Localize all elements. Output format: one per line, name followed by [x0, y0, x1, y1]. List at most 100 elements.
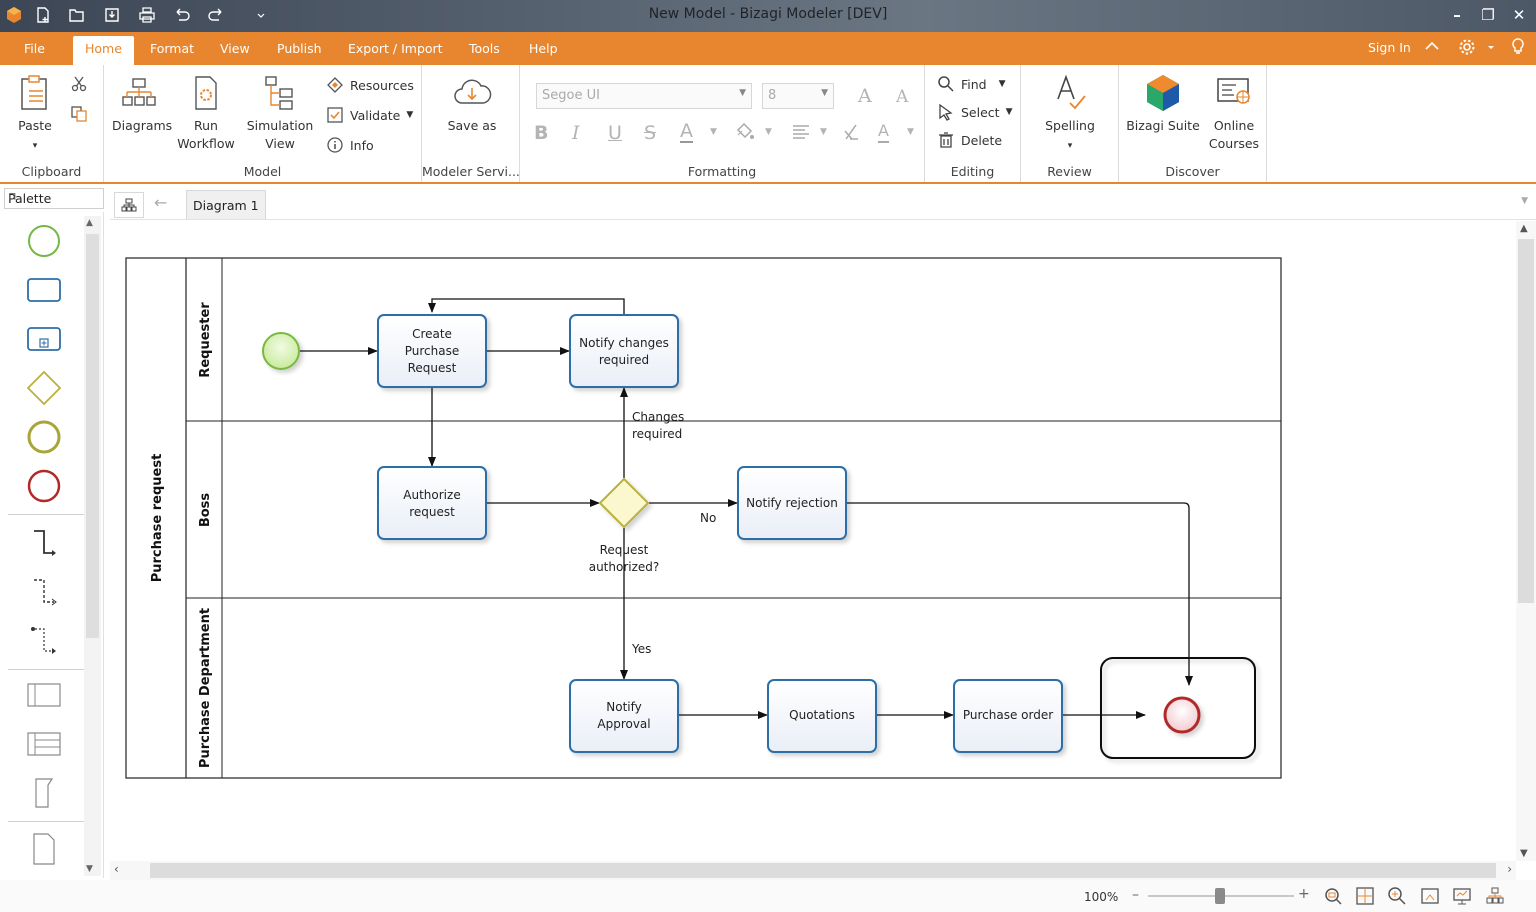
canvas-horizontal-scrollbar[interactable]: ‹ › — [110, 861, 1516, 880]
align-dropdown-icon[interactable]: ▼ — [820, 127, 827, 137]
diagram-canvas[interactable]: Purchase request Requester Boss Purchase… — [110, 221, 1516, 861]
print-icon[interactable] — [136, 4, 158, 26]
tab-diagram-1[interactable]: Diagram 1 — [186, 190, 266, 219]
strikethrough-button[interactable]: S — [644, 122, 657, 144]
lightbulb-icon[interactable] — [1510, 37, 1526, 60]
gear-icon[interactable] — [1457, 37, 1477, 60]
palette-lane[interactable] — [12, 721, 76, 767]
italic-button[interactable]: I — [572, 122, 580, 144]
scroll-up-icon[interactable]: ▲ — [86, 218, 93, 228]
select-button[interactable]: Select▼ — [937, 103, 1012, 121]
resources-button[interactable]: Resources — [326, 76, 414, 94]
palette-association[interactable] — [12, 618, 76, 664]
vertical-scroll-thumb[interactable] — [1518, 239, 1534, 603]
collapse-ribbon-icon[interactable] — [1423, 37, 1441, 58]
palette-task[interactable] — [12, 267, 76, 313]
validate-button[interactable]: Validate▼ — [326, 106, 413, 124]
pool[interactable] — [125, 257, 1282, 779]
scroll-up-icon[interactable]: ▲ — [1520, 223, 1528, 234]
scroll-left-icon[interactable]: ‹ — [114, 862, 119, 876]
scroll-down-icon[interactable]: ▼ — [86, 864, 93, 874]
presentation-icon[interactable] — [1452, 886, 1472, 909]
scroll-right-icon[interactable]: › — [1507, 862, 1512, 876]
menu-tools[interactable]: Tools — [469, 41, 500, 56]
actual-size-icon[interactable] — [1420, 886, 1440, 909]
font-family-select[interactable]: Segoe UI▼ — [536, 83, 752, 109]
close-button[interactable]: ✕ — [1512, 6, 1526, 24]
text-highlight-icon[interactable]: A — [878, 121, 889, 143]
fill-color-dropdown-icon[interactable]: ▼ — [765, 127, 772, 137]
zoom-slider-handle[interactable] — [1215, 888, 1225, 904]
palette-annotation[interactable] — [12, 770, 76, 816]
zoom-in-icon[interactable]: + — [1298, 886, 1310, 902]
tab-list-dropdown-icon[interactable]: ▼ — [1521, 196, 1528, 206]
palette-artifact[interactable] — [12, 826, 76, 872]
sign-in-link[interactable]: Sign In — [1368, 40, 1411, 55]
fit-width-icon[interactable] — [1355, 886, 1375, 909]
cut-button[interactable] — [70, 75, 88, 93]
task-create-purchase-request[interactable]: Create Purchase Request — [377, 314, 487, 388]
gateway-request-authorized[interactable] — [598, 477, 650, 529]
task-quotations[interactable]: Quotations — [767, 679, 877, 753]
settings-dropdown-icon[interactable] — [1486, 38, 1496, 59]
flow-notify-rejection-to-end[interactable] — [847, 502, 1193, 686]
palette-sequence-flow[interactable] — [12, 520, 76, 566]
flow-notify-changes-to-create[interactable] — [428, 298, 625, 315]
info-button[interactable]: Info — [326, 136, 374, 154]
grow-font-icon[interactable]: A — [858, 85, 872, 107]
delete-button[interactable]: Delete — [937, 131, 1002, 149]
align-icon[interactable] — [790, 121, 812, 148]
scroll-down-icon[interactable]: ▼ — [1520, 848, 1528, 859]
fit-page-icon[interactable] — [1323, 886, 1343, 909]
palette-gateway[interactable] — [12, 365, 76, 411]
palette-subprocess[interactable] — [12, 316, 76, 362]
bold-button[interactable]: B — [534, 122, 549, 144]
font-color-dropdown-icon[interactable]: ▼ — [710, 127, 717, 137]
palette-message-flow[interactable] — [12, 569, 76, 615]
clear-format-icon[interactable] — [842, 121, 864, 148]
palette-scroll-thumb[interactable] — [86, 234, 99, 638]
zoom-out-icon[interactable]: – — [1132, 887, 1139, 903]
new-file-icon[interactable] — [32, 4, 54, 26]
palette-pool[interactable] — [12, 672, 76, 718]
font-size-select[interactable]: 8▼ — [762, 83, 834, 109]
palette-end-event[interactable] — [12, 463, 76, 509]
canvas-vertical-scrollbar[interactable]: ▲ ▼ — [1516, 221, 1536, 861]
copy-button[interactable] — [70, 105, 88, 123]
bizagi-suite-button[interactable]: Bizagi Suite — [1125, 73, 1201, 135]
restore-button[interactable]: ❐ — [1481, 6, 1495, 24]
find-button[interactable]: Find▼ — [937, 75, 1006, 93]
menu-view[interactable]: View — [220, 41, 250, 56]
task-authorize-request[interactable]: Authorize request — [377, 466, 487, 540]
back-arrow-icon[interactable]: ← — [154, 193, 168, 212]
font-color-icon[interactable]: A — [680, 120, 693, 143]
save-as-button[interactable]: Save as — [442, 73, 502, 135]
highlight-dropdown-icon[interactable]: ▼ — [907, 127, 914, 137]
pin-icon[interactable]: ⊓ — [8, 190, 17, 203]
redo-icon[interactable] — [205, 4, 227, 26]
palette-start-event[interactable] — [12, 218, 76, 264]
end-event[interactable] — [1163, 696, 1201, 734]
spelling-button[interactable]: Spelling▾ — [1041, 73, 1099, 155]
menu-export-import[interactable]: Export / Import — [348, 41, 443, 56]
start-event[interactable] — [262, 332, 300, 370]
menu-format[interactable]: Format — [150, 41, 195, 56]
zoom-magnifier-icon[interactable] — [1387, 886, 1407, 909]
paste-button[interactable]: Paste▾ — [12, 73, 58, 155]
palette-intermediate-event[interactable] — [12, 414, 76, 460]
diagram-map-button[interactable] — [114, 192, 144, 218]
underline-button[interactable]: U — [608, 122, 622, 144]
end-group-box[interactable] — [1100, 657, 1256, 759]
task-notify-approval[interactable]: Notify Approval — [569, 679, 679, 753]
menu-home[interactable]: Home — [73, 36, 134, 65]
palette-scrollbar[interactable]: ▲ ▼ — [84, 216, 101, 876]
overview-icon[interactable] — [1485, 886, 1505, 909]
open-file-icon[interactable] — [66, 4, 88, 26]
task-purchase-order[interactable]: Purchase order — [953, 679, 1063, 753]
task-notify-changes-required[interactable]: Notify changes required — [569, 314, 679, 388]
menu-help[interactable]: Help — [529, 41, 558, 56]
horizontal-scroll-thumb[interactable] — [150, 863, 1496, 878]
